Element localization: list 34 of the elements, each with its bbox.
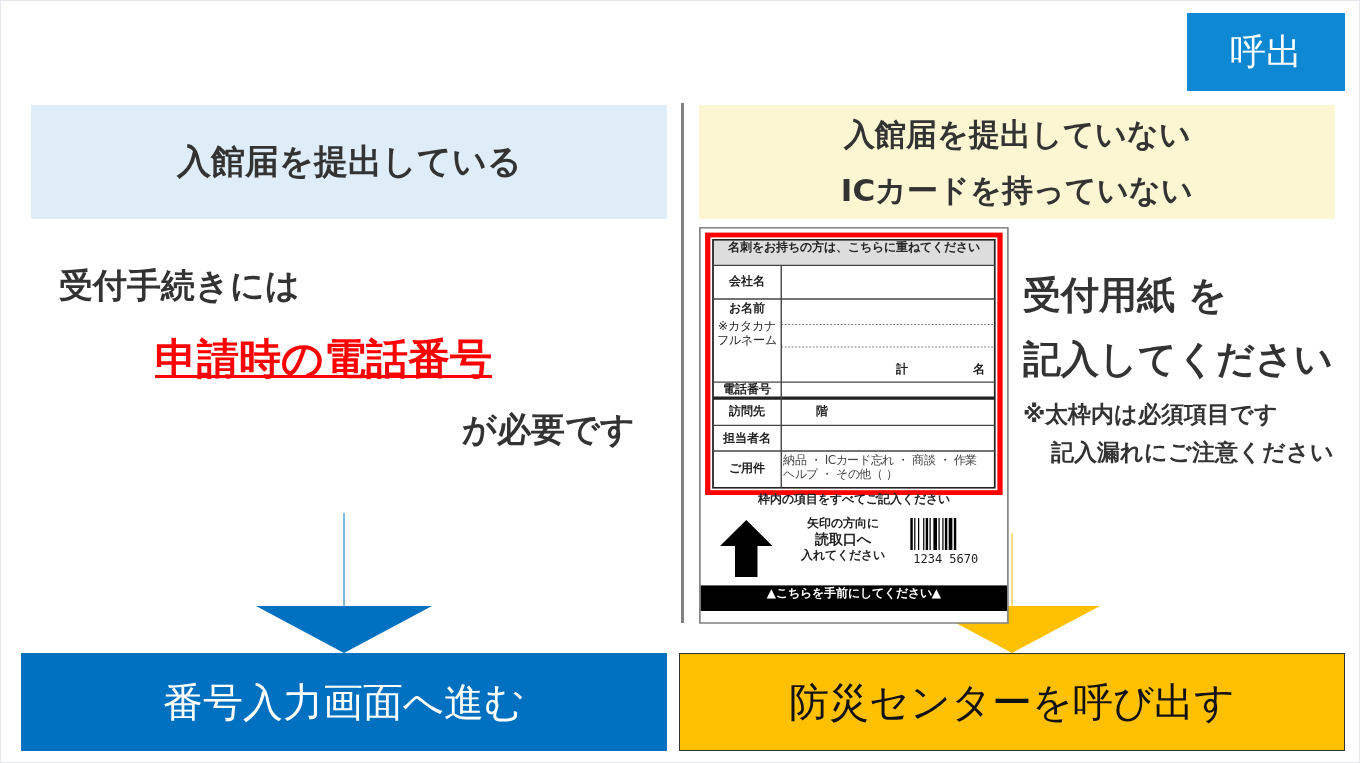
field-note: ※カタカナフルネーム [716,319,779,348]
option-text: 納品 ・ ICカード忘れ ・ 商談 ・ 作業ヘルプ ・ その他（ ） [783,454,978,482]
instruction-text: 矢印の方向に [805,516,880,531]
footer-text: ▲こちらを手前にしてください▲ [765,587,943,601]
action-box [679,653,1345,751]
field-label: 会社名 [728,275,767,289]
field-label: 電話番号 [722,383,773,397]
barcode-number: 1234 5670 [912,553,980,568]
header-text: 入館届を提出している [175,140,523,183]
body-text: ※太枠内は必須項目です記入漏れにご注意ください [1023,400,1335,467]
field-label: 計 [895,363,909,377]
form-note: 枠内の項目をすべてご記入ください [756,493,951,508]
box-label: 番号入力画面へ進む [162,677,526,727]
body-text: 受付手続きには [59,264,301,307]
header-panel [31,105,667,219]
box-label: 防災センターを呼び出す [788,677,1236,727]
call-button [1187,13,1345,91]
button-label: 呼出 [1229,29,1303,74]
field-label: 階 [814,404,829,419]
action-box [21,653,667,751]
arrow [256,512,432,654]
instruction-text: 読取口へ [813,531,872,548]
field-label: 担当者名 [722,431,773,446]
highlight-text: 申請時の電話番号 [155,333,492,385]
field-label: ご用件 [728,462,767,476]
field-label: 名 [972,363,986,377]
header-text: 入館届を提出していないICカードを持っていない [839,115,1195,210]
header-panel [699,105,1335,219]
field-label: 訪問先 [728,404,767,419]
body-text: が必要です [461,408,636,451]
field-label: お名前 [728,302,767,316]
instruction-text: 入れてください [799,548,886,563]
body-text: 受付用紙 を記入してください [1023,272,1334,383]
form-heading: 名刺をお持ちの方は、こちらに重ねてください [726,241,981,256]
